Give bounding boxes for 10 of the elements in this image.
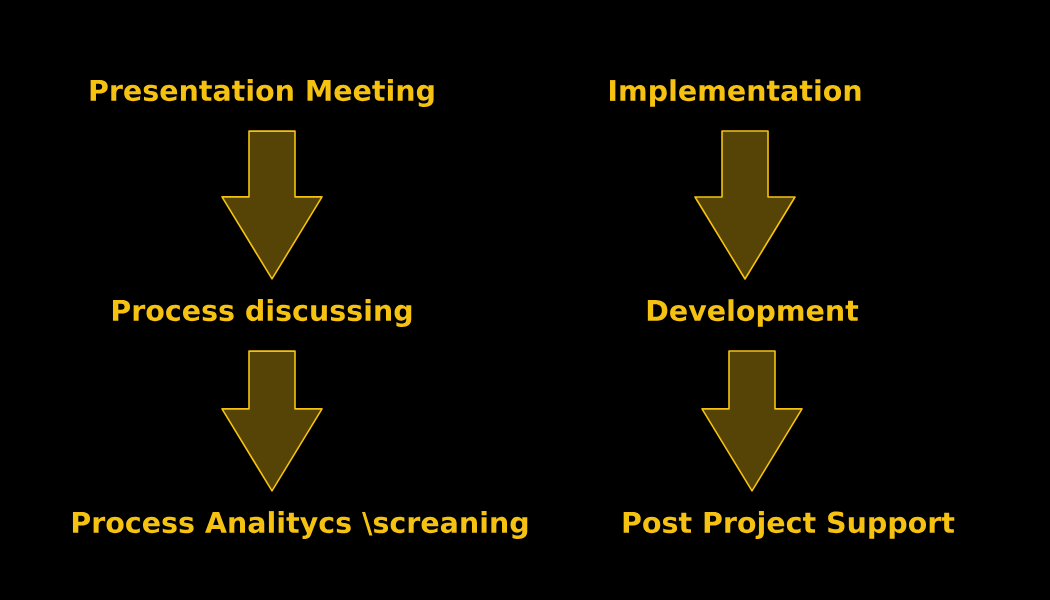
step-label: Process discussing — [112, 299, 412, 327]
sketched-down-arrow — [694, 130, 796, 280]
step-label: Post Project Support — [623, 511, 955, 539]
sketched-down-arrow — [221, 130, 323, 280]
sketched-down-arrow — [701, 350, 803, 492]
step-label: Process Analitycs \screaning — [72, 511, 528, 539]
step-label: Presentation Meeting — [90, 79, 434, 107]
step-label: Development — [647, 299, 859, 327]
step-label: Implementation — [610, 79, 861, 107]
sketched-down-arrow — [221, 350, 323, 492]
